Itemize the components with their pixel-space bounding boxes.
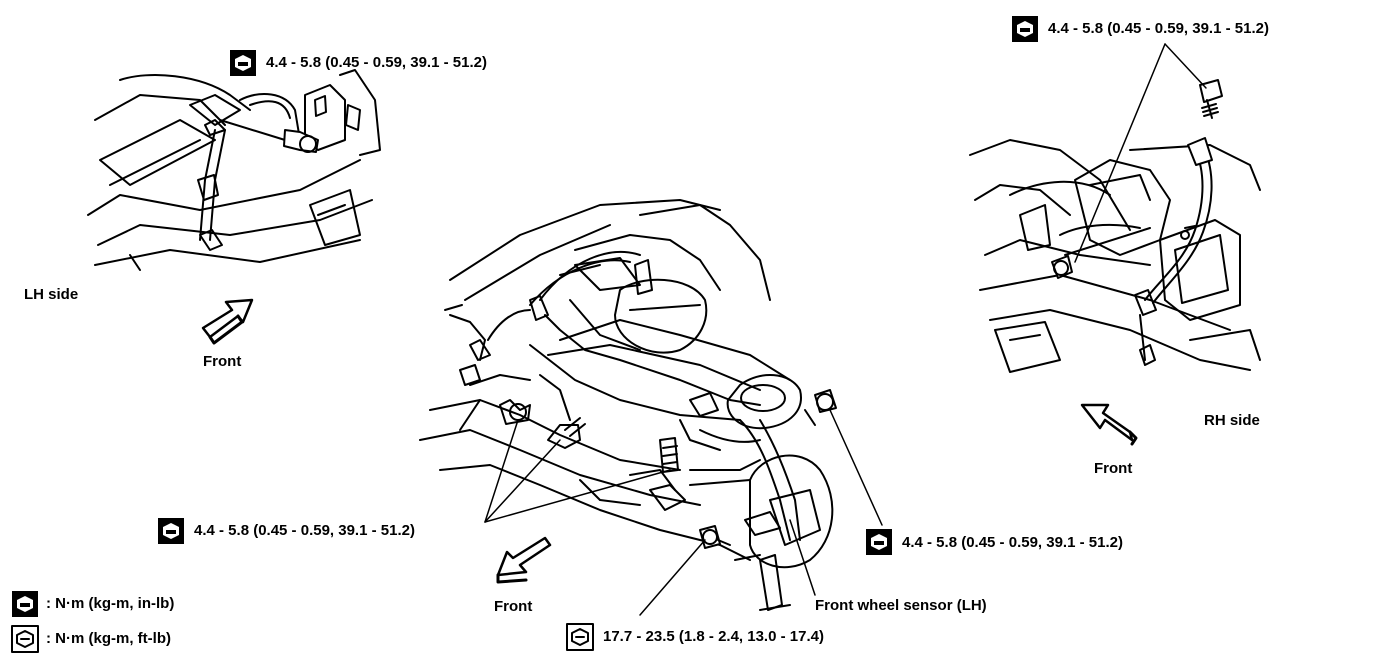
torque-spec-sensor: 4.4 - 5.8 (0.45 - 0.59, 39.1 - 51.2) [902,534,1123,551]
torque-spec-rh: 4.4 - 5.8 (0.45 - 0.59, 39.1 - 51.2) [1048,20,1269,37]
bolt-torque-filled-icon [1012,16,1038,42]
torque-spec-lh: 4.4 - 5.8 (0.45 - 0.59, 39.1 - 51.2) [266,54,487,71]
bolt-torque-filled-icon [866,529,892,555]
front-arrow-icon [1080,403,1138,446]
lh-side-illustration [87,69,381,271]
legend-in-lb: : N·m (kg-m, in-lb) [46,595,175,612]
front-label-center: Front [494,598,533,615]
rh-side-illustration [969,79,1261,373]
front-arrow-icon [201,298,254,345]
torque-spec-knuckle: 17.7 - 23.5 (1.8 - 2.4, 13.0 - 17.4) [603,628,824,645]
center-assembly-illustration [419,199,837,611]
rh-side-label: RH side [1204,412,1260,429]
leader-lines [484,43,1207,616]
lh-side-label: LH side [24,286,79,303]
front-label-lh: Front [203,353,242,370]
front-wheel-sensor-label: Front wheel sensor (LH) [815,597,987,614]
bolt-torque-filled-icon [158,518,184,544]
bolt-torque-filled-icon [12,591,38,617]
bolt-torque-outline-icon [566,623,594,651]
torque-spec-center: 4.4 - 5.8 (0.45 - 0.59, 39.1 - 51.2) [194,522,415,539]
bolt-torque-outline-icon [11,625,39,653]
front-label-rh: Front [1094,460,1133,477]
legend-ft-lb: : N·m (kg-m, ft-lb) [46,630,171,647]
bolt-torque-filled-icon [230,50,256,76]
front-arrow-icon [496,536,552,584]
